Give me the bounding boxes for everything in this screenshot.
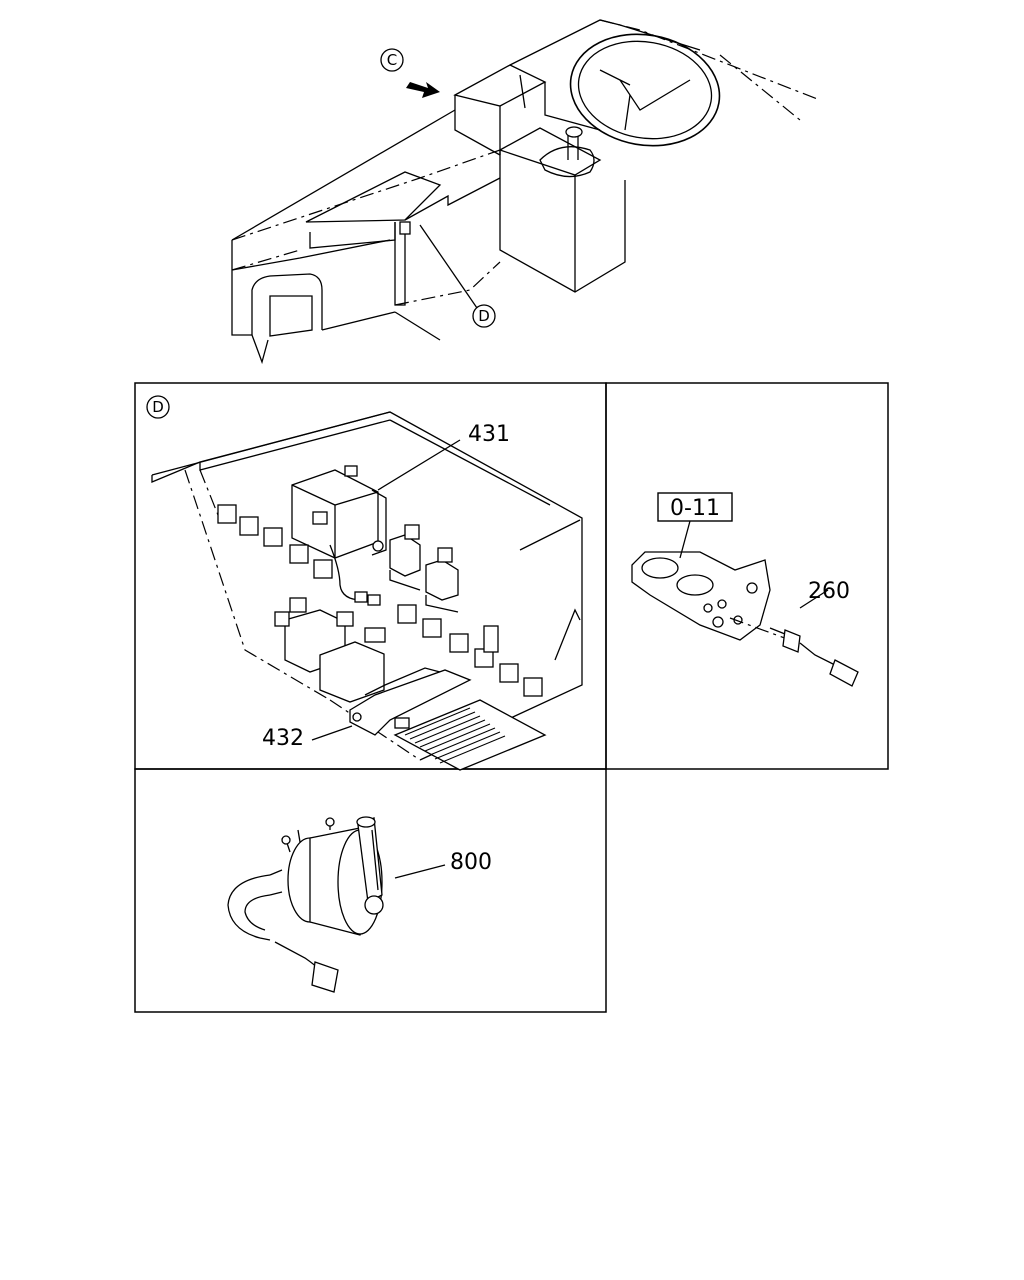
dashboard-overview: C D (231, 19, 821, 365)
view-arrow-icon (406, 82, 440, 98)
part-260-label: 260 (808, 579, 850, 604)
part-432-label: 432 (262, 726, 304, 751)
inset-d-relay-box: D (146, 395, 583, 771)
part-800-label: 800 (450, 850, 492, 875)
small-relays (217, 504, 543, 697)
part-431-label: 431 (468, 422, 510, 447)
inset-d-label: D (152, 398, 164, 416)
view-d-marker (472, 304, 496, 328)
sensor-panel: 0-11 260 (631, 492, 859, 687)
ref-box-label: 0-11 (670, 496, 720, 521)
view-d-label: D (478, 307, 490, 325)
view-c-label: C (387, 51, 397, 69)
panel-frames (134, 382, 889, 1013)
ref-box (657, 492, 733, 522)
inset-d-marker (146, 395, 170, 419)
view-c-marker (380, 48, 404, 72)
switch-panel: 800 (227, 816, 492, 993)
